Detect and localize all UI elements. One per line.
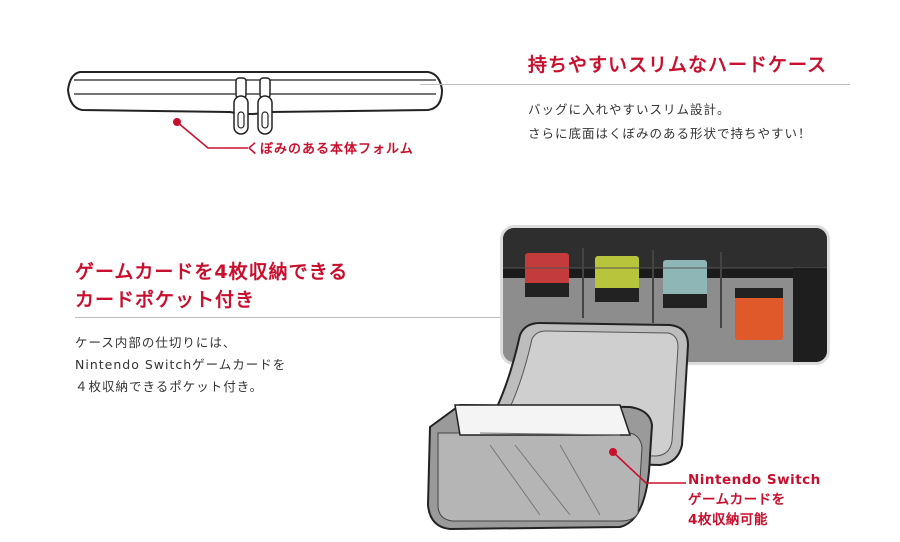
open-case-illustration [426,321,690,531]
section2-body-line: ４枚収納できるポケット付き。 [75,379,264,394]
callout-line-1 [173,118,248,149]
section2-heading-line: カードポケット付き [75,289,256,311]
callout2-line: ゲームカードを [688,492,786,508]
section2-heading-line: ゲームカードを4枚収納できる [75,261,349,283]
section1-body-line: バッグに入れやすいスリム設計。 [528,102,731,117]
section2-body: ケース内部の仕切りには、 Nintendo Switchゲームカードを ４枚収納… [75,332,286,398]
section1-heading: 持ちやすいスリムなハードケース [528,54,828,76]
section2-heading: ゲームカードを4枚収納できる カードポケット付き [75,258,348,314]
game-card [595,256,639,302]
game-card [663,260,707,308]
callout-body-shape: くぼみのある本体フォルム [246,142,414,157]
case-side-illustration [66,71,444,135]
callout-card-storage: Nintendo Switch ゲームカードを 4枚収納可能 [688,470,821,530]
section1-body: バッグに入れやすいスリム設計。 さらに底面はくぼみのある形状で持ちやすい！ [528,98,812,146]
callout-line-2 [609,448,686,484]
zipper-pull-icon [233,77,273,135]
callout2-line: Nintendo Switch [688,472,821,488]
section2-body-line: Nintendo Switchゲームカードを [75,357,287,372]
game-card [525,253,569,297]
section1-body-line: さらに底面はくぼみのある形状で持ちやすい！ [528,126,812,141]
callout2-line: 4枚収納可能 [688,512,768,528]
game-card [735,288,783,340]
section1-divider [420,84,850,85]
section2-body-line: ケース内部の仕切りには、 [75,335,237,350]
section2-divider [75,317,515,318]
